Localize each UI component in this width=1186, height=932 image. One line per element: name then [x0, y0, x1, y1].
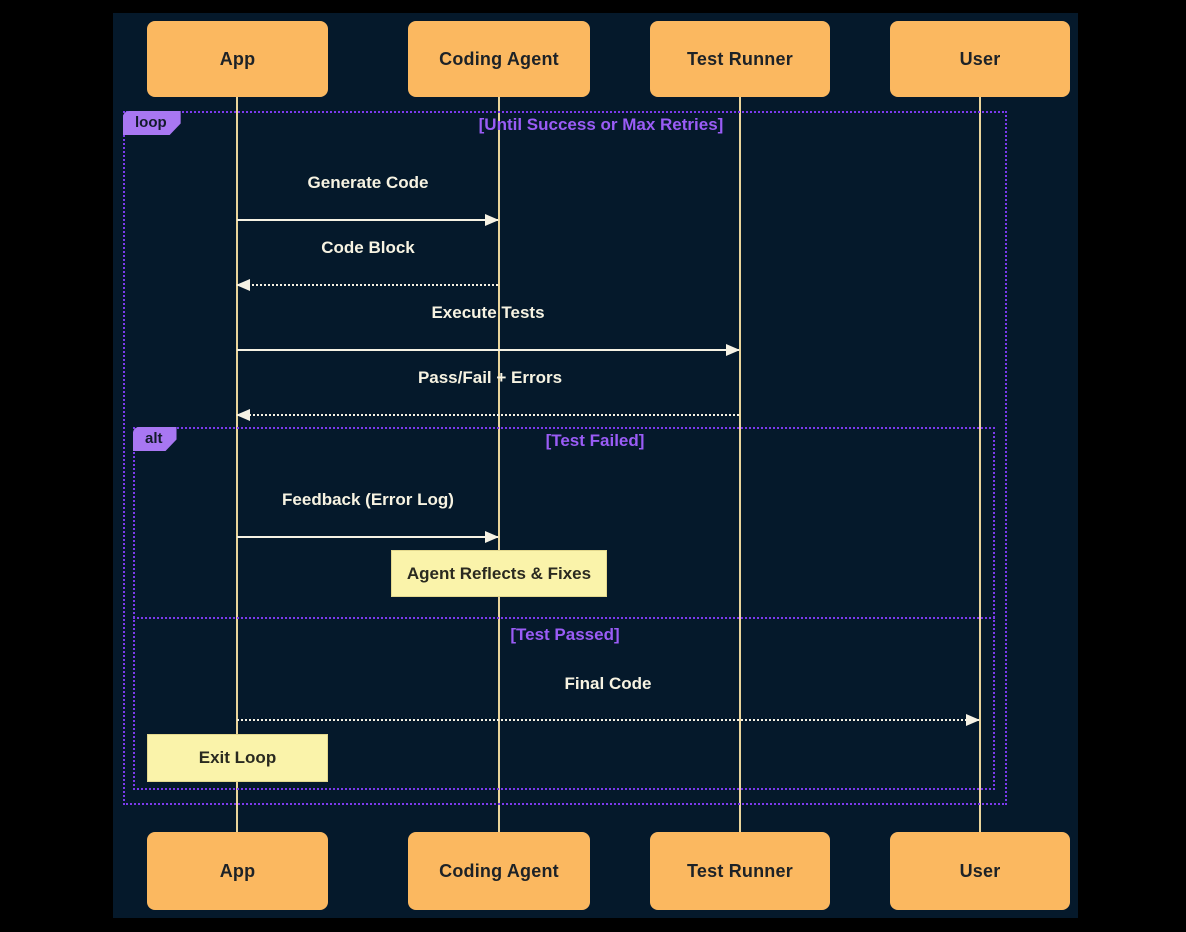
loop-frame-label: loop: [123, 111, 181, 135]
actor-label: Test Runner: [687, 860, 793, 881]
actor-label: Test Runner: [687, 48, 793, 69]
note-text: Agent Reflects & Fixes: [406, 563, 592, 583]
actor-label: User: [959, 48, 1001, 69]
actor-label: App: [219, 48, 256, 69]
lifeline-user: [979, 97, 981, 832]
actor-label: App: [219, 860, 256, 881]
message-label-final-code: Final Code: [564, 674, 652, 693]
actor-top-app: App: [147, 21, 328, 97]
lifeline-test-runner: [739, 97, 741, 832]
alt-frame: [133, 427, 995, 790]
actor-bottom-coding-agent: Coding Agent: [408, 832, 590, 910]
message-arrow-code-block: [236, 279, 498, 291]
alt-branch-passed-title: [Test Passed]: [510, 625, 620, 644]
actor-label: Coding Agent: [439, 48, 559, 69]
loop-frame-title: [Until Success or Max Retries]: [478, 115, 724, 134]
alt-frame-label: alt: [133, 427, 177, 451]
alt-branch-failed-title: [Test Failed]: [545, 431, 645, 450]
message-label-code-block: Code Block: [321, 238, 415, 257]
actor-bottom-app: App: [147, 832, 328, 910]
alt-divider: [133, 617, 995, 619]
message-arrow-pass-fail-errors: [236, 409, 739, 421]
actor-label: Coding Agent: [439, 860, 559, 881]
message-label-pass-fail-errors: Pass/Fail + Errors: [417, 368, 563, 387]
note-agent-reflects-fixes: Agent Reflects & Fixes: [391, 550, 607, 597]
actor-top-user: User: [890, 21, 1070, 97]
message-label-execute-tests: Execute Tests: [431, 303, 545, 322]
actor-top-coding-agent: Coding Agent: [408, 21, 590, 97]
message-arrow-generate-code: [237, 214, 499, 226]
actor-top-test-runner: Test Runner: [650, 21, 830, 97]
message-label-generate-code: Generate Code: [307, 173, 429, 192]
message-label-feedback-error-log: Feedback (Error Log): [282, 490, 454, 509]
actor-bottom-test-runner: Test Runner: [650, 832, 830, 910]
note-text: Exit Loop: [198, 748, 277, 767]
actor-bottom-user: User: [890, 832, 1070, 910]
sequence-diagram-canvas: App Coding Agent Test Runner User loop […: [113, 13, 1078, 918]
message-arrow-feedback-error-log: [237, 531, 499, 543]
note-exit-loop: Exit Loop: [147, 734, 328, 782]
lifeline-coding-agent: [498, 97, 500, 832]
message-arrow-execute-tests: [237, 344, 740, 356]
actor-label: User: [959, 860, 1001, 881]
loop-frame: [123, 111, 1007, 805]
lifeline-app: [236, 97, 238, 832]
message-arrow-final-code: [237, 714, 980, 726]
